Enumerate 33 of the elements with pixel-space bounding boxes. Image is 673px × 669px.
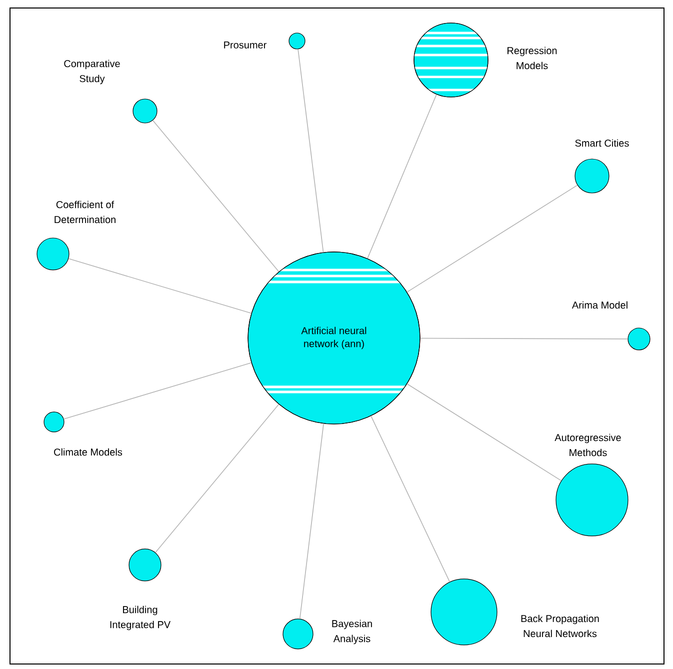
topic-circle: [36, 238, 70, 270]
connector-line: [406, 383, 562, 482]
topic-label: Bayesian Analysis: [332, 620, 372, 644]
topic-label: Back Propagation Neural Networks: [521, 614, 599, 638]
topic-label: Comparative Study: [64, 60, 120, 84]
topic-circle: [414, 22, 488, 98]
topic-label: Building Integrated PV: [110, 606, 171, 630]
topic-circle: [628, 328, 650, 350]
connector-line: [298, 48, 324, 253]
topic-circle: [44, 412, 64, 432]
topic-circle: [128, 548, 162, 582]
topic-circle: [288, 32, 306, 50]
topic-label: Arima Model: [572, 301, 628, 309]
connector-line: [367, 94, 437, 259]
topic-circle: [574, 158, 610, 194]
topic-label: Prosumer: [224, 42, 266, 48]
connector-line: [420, 338, 628, 340]
topic-label: Autoregressive Methods: [554, 434, 621, 456]
topic-label: Climate Models: [54, 448, 122, 456]
connector-line: [370, 416, 450, 582]
topic-label: Smart Cities: [575, 139, 629, 147]
topic-circle: [282, 618, 314, 650]
connector-line: [406, 184, 578, 292]
connector-line: [299, 423, 324, 620]
topic-circle: [430, 578, 498, 646]
connector-line: [155, 404, 280, 553]
connector-line: [152, 120, 280, 272]
topic-circle: [132, 98, 158, 124]
topic-label: Regression Models: [508, 46, 557, 70]
connector-line: [63, 362, 252, 420]
connector-line: [68, 258, 252, 314]
topic-circle: [556, 464, 628, 536]
topic-label: Coefficient of Determination: [54, 200, 116, 224]
